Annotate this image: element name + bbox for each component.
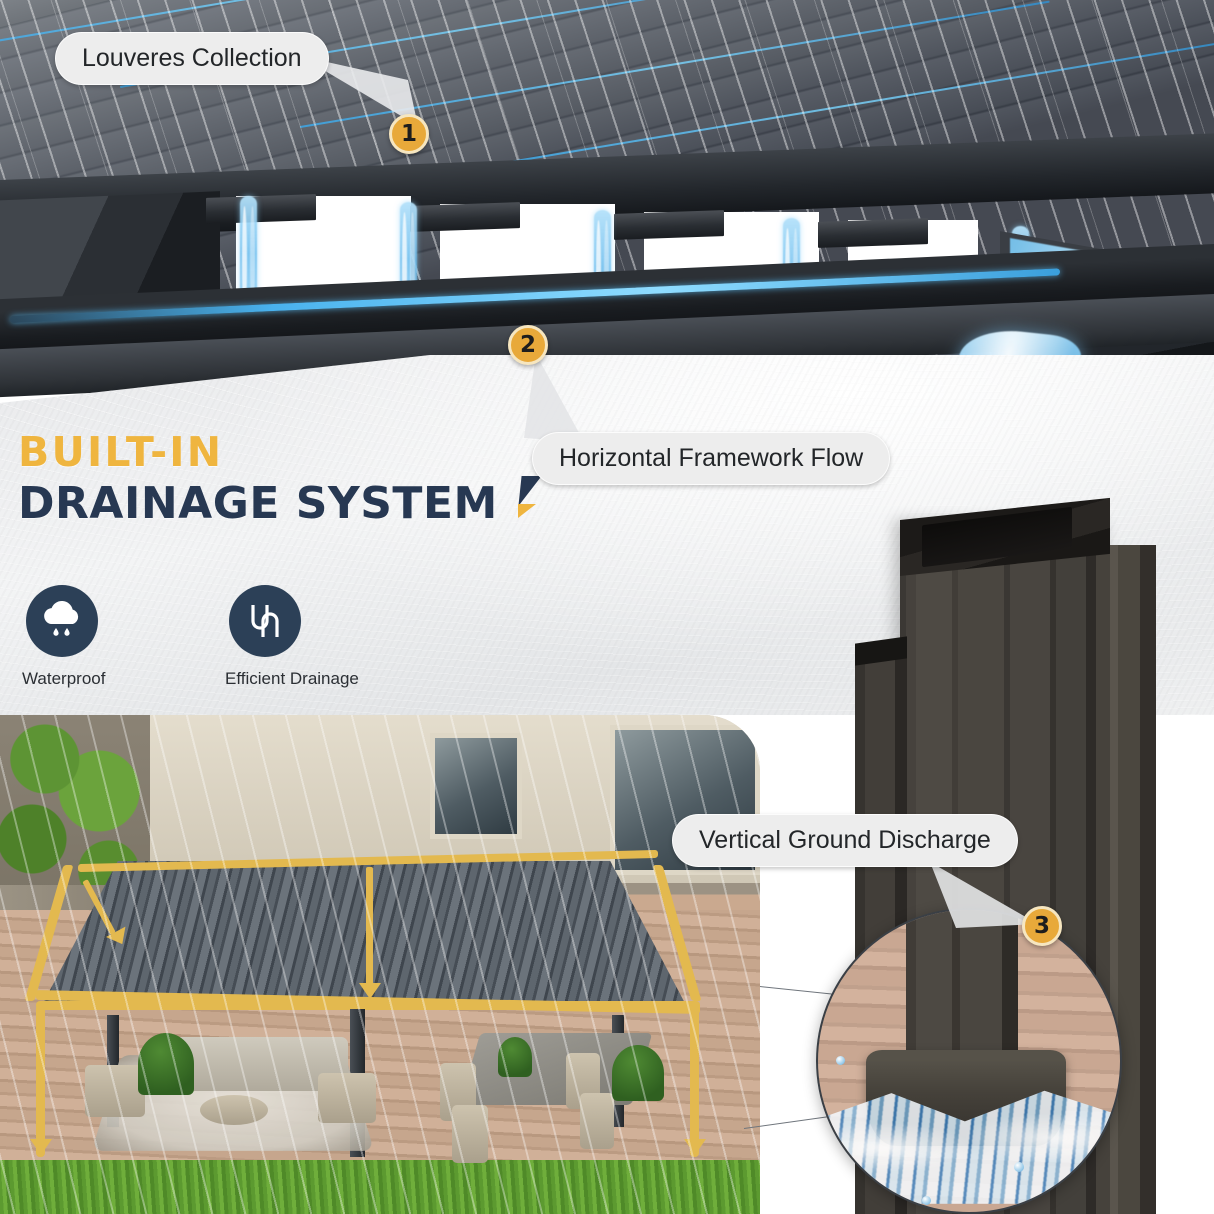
- headline-block: BUILT-IN DRAINAGE SYSTEM: [18, 432, 546, 526]
- feature-list: Waterproof Efficient Drainage: [22, 585, 359, 689]
- callout-3-badge[interactable]: 3: [1022, 906, 1062, 946]
- table-centerpiece: [498, 1037, 532, 1077]
- post-base-discharge-inset: [816, 908, 1122, 1214]
- callout-2-pointer: [524, 354, 584, 442]
- pergola-front-beam: [36, 1001, 700, 1010]
- lounge-chair-left: [85, 1065, 145, 1117]
- pergola-rain-scene: [0, 715, 760, 1214]
- lawn-grass: [0, 1160, 760, 1214]
- callout-2-bubble[interactable]: Horizontal Framework Flow: [532, 432, 891, 485]
- louver-slat-edge: [410, 202, 520, 232]
- dining-chair: [452, 1105, 488, 1163]
- lounge-chair-right: [318, 1073, 376, 1123]
- flag-accent-icon: [512, 476, 546, 522]
- louver-slat-edge: [818, 218, 928, 248]
- callout-1-badge[interactable]: 1: [389, 114, 429, 154]
- feature-item-waterproof: Waterproof: [22, 585, 152, 689]
- water-droplet: [854, 1172, 865, 1183]
- callout-1-bubble[interactable]: Louveres Collection: [55, 32, 329, 85]
- siphon-pipe-icon: [229, 585, 301, 657]
- water-droplet: [1060, 1184, 1068, 1192]
- louver-slat-edge: [614, 210, 724, 240]
- callout-1-pointer: [300, 56, 418, 126]
- water-droplet: [836, 1056, 845, 1065]
- potted-plant-right: [612, 1045, 664, 1101]
- post-right-edge: [1110, 545, 1156, 1214]
- feature-label: Efficient Drainage: [225, 669, 359, 688]
- callout-3-bubble[interactable]: Vertical Ground Discharge: [672, 814, 1018, 867]
- louver-slat-edge: [206, 194, 316, 224]
- coffee-table: [200, 1095, 268, 1125]
- potted-plant-left: [138, 1033, 194, 1095]
- callout-3-pointer: [930, 862, 1038, 928]
- feature-item-drainage: Efficient Drainage: [225, 585, 359, 689]
- water-droplet: [1014, 1162, 1024, 1172]
- dining-chair: [580, 1093, 614, 1149]
- rain-cloud-icon: [26, 585, 98, 657]
- inset-leader-line-top: [759, 986, 832, 995]
- feature-label: Waterproof: [22, 669, 106, 688]
- callout-2-badge[interactable]: 2: [508, 325, 548, 365]
- inset-post-column: [906, 910, 1018, 1075]
- water-droplet: [922, 1196, 931, 1205]
- page-title-line1: BUILT-IN: [18, 428, 224, 476]
- house-window: [430, 733, 522, 839]
- page-title-line2: DRAINAGE SYSTEM: [18, 478, 498, 529]
